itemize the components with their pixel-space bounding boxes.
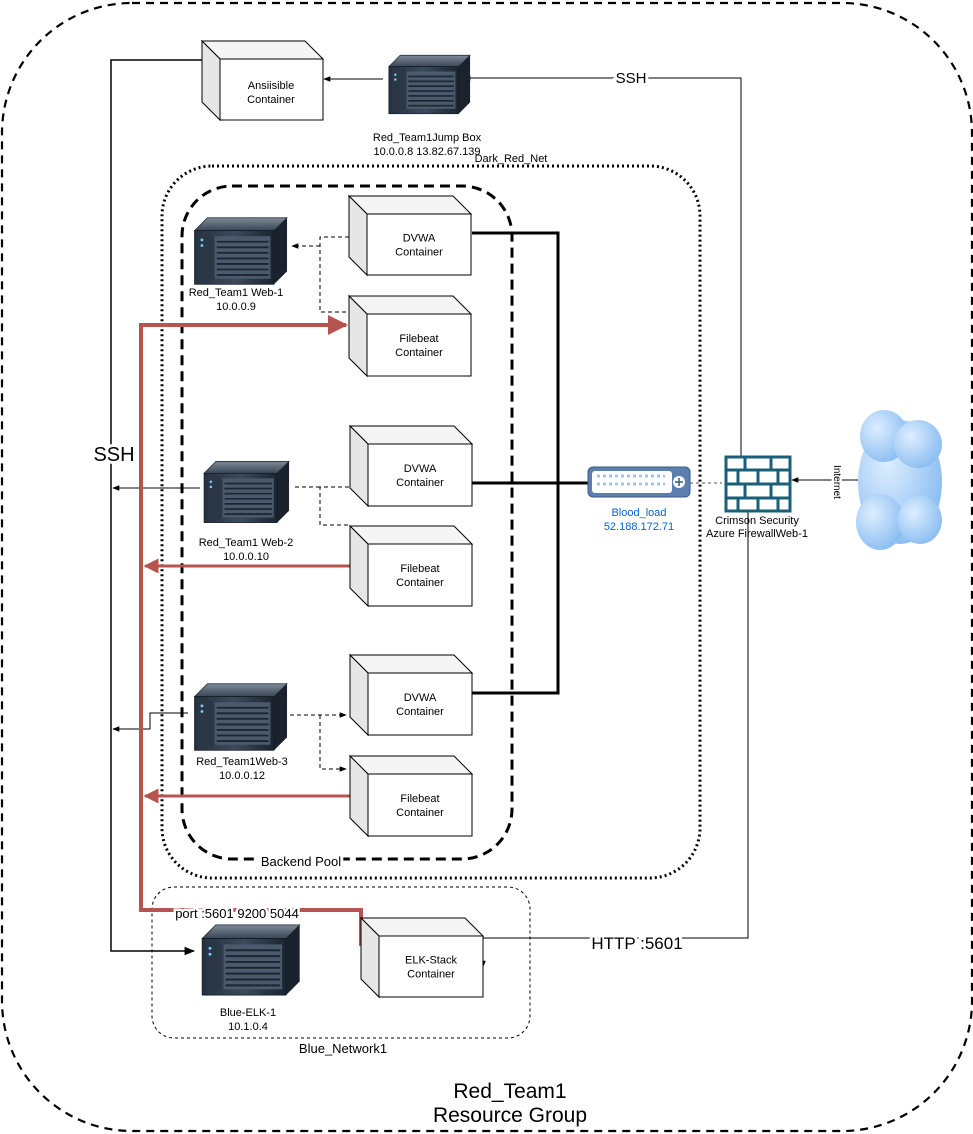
ansible-label-line2: Container — [247, 94, 295, 106]
web3-filebeat-container-label-line2: Container — [396, 807, 444, 819]
load-balancer-name: Blood_load — [611, 507, 666, 519]
firewall-icon — [724, 455, 792, 513]
web3-dvwa-container-label-line2: Container — [396, 706, 444, 718]
filebeat-red-trunk — [139, 315, 363, 946]
ansible-label-line1: Ansiisible — [248, 80, 294, 92]
web1-dvwa-container: DVWA Container — [347, 194, 473, 277]
lb-trunk-line — [472, 231, 588, 695]
web3-server-icon — [193, 682, 288, 752]
web2-server-icon — [203, 460, 290, 524]
elk-stack-container-label-line2: Container — [407, 969, 455, 981]
web1-dvwa-dashed-link — [292, 236, 349, 313]
ssh-left-label: SSH — [93, 444, 134, 466]
web1-server-icon — [193, 216, 288, 286]
blue-network-boundary — [151, 886, 531, 1039]
ssh-firewall-to-jumpbox-line — [463, 75, 742, 456]
jumpbox-server-icon — [387, 54, 471, 115]
firewall-label-line1: Crimson Security — [715, 515, 799, 527]
jumpbox-ips: 10.0.0.8 13.82.67.139 — [373, 146, 480, 158]
dark-red-net-label: Dark_Red_Net — [475, 153, 548, 165]
ssh-branch-web3 — [112, 712, 188, 732]
load-balancer-icon — [587, 466, 691, 498]
web3-ip: 10.0.0.12 — [219, 770, 265, 782]
web3-name: Red_Team1Web-3 — [196, 756, 288, 768]
web3-filebeat-dashed-link — [319, 715, 347, 772]
web3-dvwa-container: DVWA Container — [348, 653, 474, 737]
web2-filebeat-container-label-line2: Container — [396, 577, 444, 589]
web2-dvwa-container-label-line2: Container — [396, 477, 444, 489]
load-balancer-ip: 52.188.172.71 — [604, 521, 674, 533]
http-label: HTTP :5601 — [591, 934, 682, 953]
resource-group-label-line2: Resource Group — [433, 1104, 587, 1127]
web1-filebeat-container-label-line2: Container — [395, 347, 443, 359]
web1-filebeat-container-label-line1: Filebeat — [399, 333, 438, 345]
ssh-trunk-line — [110, 59, 202, 956]
http-firewall-to-elk-line — [480, 511, 749, 968]
web2-filebeat-container-label-line1: Filebeat — [400, 563, 439, 575]
web2-ip: 10.0.0.10 — [223, 551, 269, 563]
resource-group-label-line1: Red_Team1 — [453, 1080, 566, 1103]
web2-dvwa-container-label-line1: DVWA — [404, 463, 437, 475]
port-label: port :5601 9200 5044 — [175, 906, 299, 921]
web1-name: Red_Team1 Web-1 — [189, 287, 284, 299]
ssh-top-label: SSH — [616, 70, 647, 87]
internet-label: Internet — [831, 465, 842, 499]
web2-name: Red_Team1 Web-2 — [199, 537, 294, 549]
firewall-label-line2: Azure FirewallWeb-1 — [706, 528, 808, 540]
elk-server-icon — [201, 923, 301, 997]
blue-network-label: Blue_Network1 — [299, 1041, 387, 1056]
web1-ip: 10.0.0.9 — [216, 301, 256, 313]
web1-dvwa-container-label-line2: Container — [395, 247, 443, 259]
dark-red-net-boundary — [160, 164, 702, 880]
backend-pool-label: Backend Pool — [261, 854, 341, 869]
web3-filebeat-container-label-line1: Filebeat — [400, 793, 439, 805]
backend-pool-boundary — [180, 184, 514, 861]
web2-dvwa-container: DVWA Container — [348, 424, 474, 508]
elk-stack-container-label-line1: ELK-Stack — [405, 955, 457, 967]
ansible-container — [200, 39, 325, 122]
elk-server-ip: 10.1.0.4 — [228, 1021, 268, 1033]
internet-cloud-icon — [856, 410, 942, 550]
elk-server-name: Blue-ELK-1 — [220, 1007, 276, 1019]
web2-dvwa-dashed-link — [292, 486, 349, 526]
web1-dvwa-container-label-line1: DVWA — [403, 233, 436, 245]
web3-dvwa-container-label-line1: DVWA — [404, 692, 437, 704]
jumpbox-name: Red_Team1Jump Box — [373, 132, 482, 144]
